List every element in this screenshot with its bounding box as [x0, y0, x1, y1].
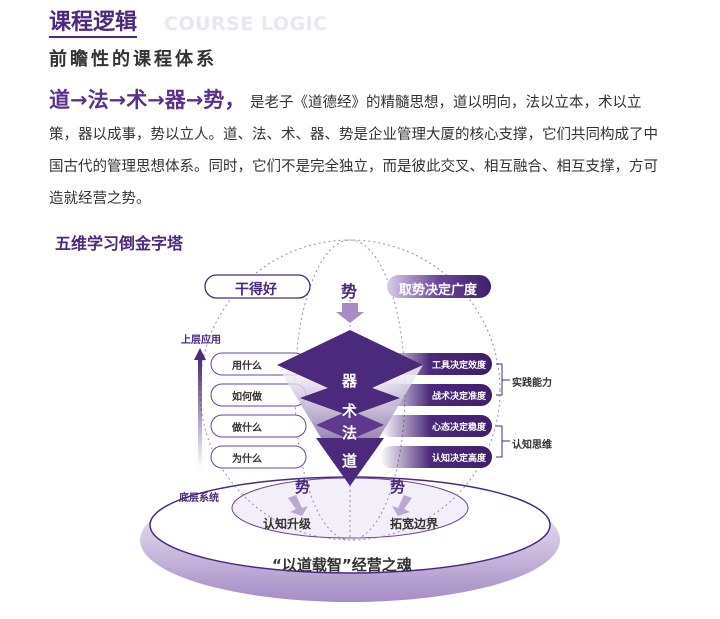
bracket-practice	[496, 363, 510, 396]
pill-left-3	[210, 414, 307, 438]
section-subtitle: 前瞻性的课程体系	[49, 49, 217, 70]
section-title-en: COURSE LOGIC	[164, 13, 328, 35]
label-bottom: 底层系统	[179, 493, 219, 504]
layer-label: 术	[342, 402, 358, 420]
pill-top-left	[204, 274, 311, 299]
pill-right-4	[380, 446, 492, 468]
pill-left-4	[210, 445, 307, 469]
diagram-title: 五维学习倒金字塔	[55, 234, 184, 253]
right-item: 心态决定稳度	[432, 423, 487, 433]
layer-dao	[316, 438, 384, 486]
layer-label: 法	[342, 424, 358, 442]
layer-fa	[316, 410, 384, 440]
layer-label: 器	[342, 372, 358, 390]
left-item: 如何做	[232, 392, 262, 403]
section-title: 课程逻辑	[49, 10, 138, 38]
pill-right-3	[380, 415, 492, 437]
shi-right: 势	[390, 478, 406, 496]
right-item: 工具决定效度	[432, 361, 487, 371]
left-item: 用什么	[232, 361, 262, 372]
label-top-left: 干得好	[235, 282, 277, 298]
left-item: 为什么	[232, 454, 262, 465]
bracket-cognition	[496, 425, 510, 458]
label-top-shi: 势	[341, 282, 358, 301]
arrow-right-down-icon	[392, 495, 412, 516]
group-cognition: 认知思维	[512, 440, 552, 451]
label-upper: 上层应用	[181, 335, 221, 346]
layer-label: 道	[342, 452, 358, 470]
out-left: 认知升级	[263, 517, 312, 531]
arrow-left-down-icon	[288, 495, 308, 516]
intro-paragraph: 道→法→术→器→势， 是老子《道德经》的精髓思想，道以明向，法以立本，术以立策，…	[49, 84, 669, 215]
arrow-up-icon	[198, 358, 202, 468]
left-item: 做什么	[232, 423, 262, 434]
layer-qi	[277, 330, 423, 398]
intro-highlight: 道→法→术→器→势，	[49, 88, 246, 112]
pill-top-right	[387, 275, 491, 298]
intro-text: 是老子《道德经》的精髓思想，道以明向，法以立本，术以立策，器以成事，势以立人。道…	[49, 95, 658, 207]
label-top-right: 取势决定广度	[399, 283, 478, 298]
arrow-down-icon	[336, 303, 364, 323]
group-practice: 实践能力	[512, 378, 552, 389]
out-right: 拓宽边界	[390, 517, 439, 531]
right-item: 认知决定高度	[432, 454, 487, 464]
right-item: 战术决定准度	[432, 392, 487, 402]
base-caption: “以道载智”经营之魂	[272, 556, 412, 574]
shi-left: 势	[295, 478, 311, 496]
